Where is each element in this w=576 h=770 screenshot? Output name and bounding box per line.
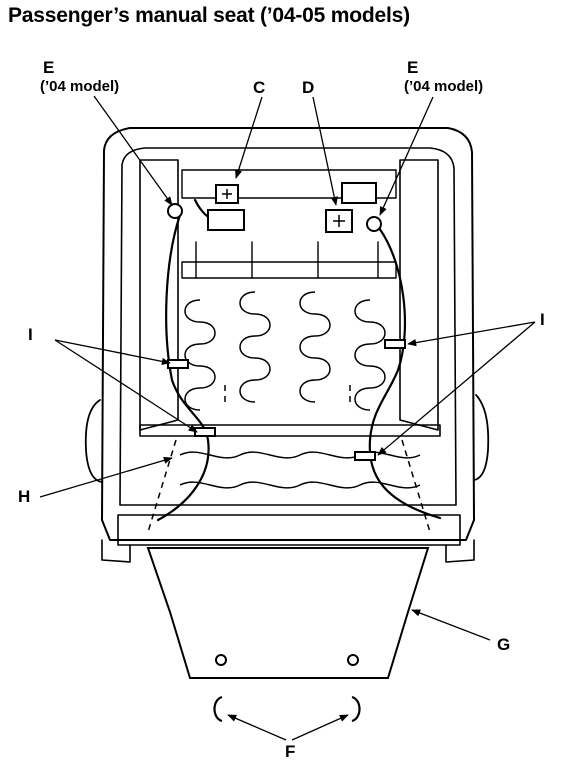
spring-4 <box>354 299 386 411</box>
right-bolster <box>399 159 439 431</box>
label-h: H <box>18 487 31 506</box>
cover-hole-left <box>215 654 227 666</box>
label-e-left-note: (’04 model) <box>40 78 120 95</box>
label-i-right: I <box>540 310 545 329</box>
spring-3 <box>299 291 331 403</box>
clip-i-2 <box>194 427 216 437</box>
ground-e-left <box>167 203 183 219</box>
diagram-title: Passenger’s manual seat (’04-05 models) <box>8 4 410 27</box>
label-f: F <box>285 742 296 761</box>
clip-f-right <box>351 695 361 723</box>
top-crossbar <box>181 169 397 199</box>
label-g: G <box>497 635 511 654</box>
seat-bottom-frame <box>117 514 461 546</box>
label-e-left: E <box>43 58 55 77</box>
left-bolster <box>139 159 179 431</box>
ground-e-right <box>366 216 382 232</box>
label-c: C <box>253 78 266 97</box>
cover-hole-right <box>347 654 359 666</box>
label-d: D <box>302 78 315 97</box>
seat-back-outer <box>101 127 475 541</box>
label-e-right-note: (’04 model) <box>404 78 484 95</box>
label-i-left: I <box>28 325 33 344</box>
clip-i-4 <box>354 451 376 461</box>
connector-d-right <box>341 182 377 204</box>
connector-c-lower <box>207 209 245 231</box>
clip-i-3 <box>384 339 406 349</box>
clip-f-left <box>213 695 223 723</box>
seat-back-inner <box>119 147 457 506</box>
cover-g <box>146 547 430 679</box>
lower-crossbar <box>139 424 441 437</box>
spring-1 <box>184 299 216 411</box>
label-e-right: E <box>407 58 419 77</box>
clip-i-1 <box>167 359 189 369</box>
spring-lower <box>179 451 421 459</box>
harness-left <box>156 213 210 522</box>
spring-2 <box>239 291 271 403</box>
harness-right <box>368 222 442 520</box>
upper-crossbar <box>181 261 397 279</box>
